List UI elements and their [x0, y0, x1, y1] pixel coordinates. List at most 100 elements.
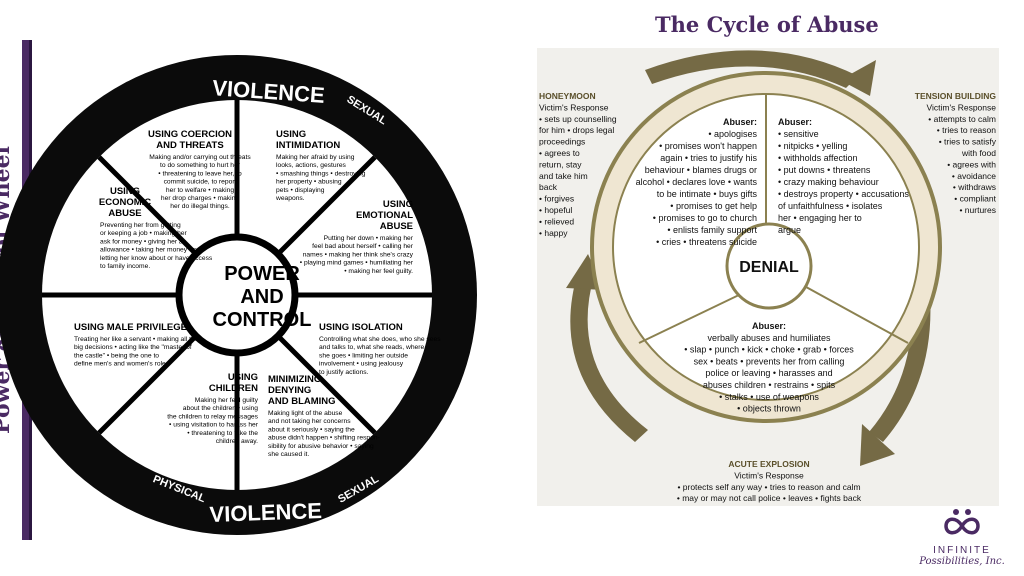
- section-title: USING: [383, 199, 413, 210]
- section-title: ABUSE: [108, 208, 141, 219]
- abuser-honeymoon-block-line: to be intimate • buys gifts: [657, 189, 758, 199]
- section-title: CHILDREN: [209, 383, 258, 394]
- tension-building-block-line: with food: [961, 148, 996, 158]
- section-body-line: she goes • limiting her outside: [319, 352, 408, 359]
- section-body-line: her do illegal things.: [170, 203, 230, 210]
- arrow-bottom-right-head: [860, 424, 895, 466]
- abuser-honeymoon-block-line: • apologises: [708, 129, 757, 139]
- abuser-explosion-block-line: • slap • punch • kick • choke • grab • f…: [684, 345, 854, 355]
- acute-explosion-block-title: ACUTE EXPLOSION: [728, 459, 809, 469]
- arrow-top-head: [840, 60, 876, 96]
- wheel-spoke: [276, 334, 377, 435]
- tension-building-block-line: • tries to reason: [937, 125, 996, 135]
- rim-violence-bottom: VIOLENCE: [209, 498, 322, 527]
- honeymoon-block-line: and take him: [539, 171, 588, 181]
- abuser-honeymoon-block-title: Abuser:: [723, 117, 757, 127]
- section-body-line: • smashing things • destroying: [276, 170, 366, 177]
- section-body-line: • threatening to leave her, to: [158, 170, 242, 177]
- section-body-line: the children to relay messages: [167, 413, 258, 420]
- infinite-possibilities-logo: INFINITE Possibilities, Inc.: [912, 508, 1012, 572]
- honeymoon-block-line: • forgives: [539, 194, 574, 204]
- tension-building-block-line: • avoidance: [952, 171, 996, 181]
- abuser-explosion-block-line: • objects thrown: [737, 404, 801, 414]
- section-title: ABUSE: [380, 221, 413, 232]
- section-title: USING: [228, 372, 258, 383]
- section-body-line: define men's and women's roles: [74, 361, 170, 368]
- wheel-spokes: [42, 100, 432, 490]
- section-body-line: weapons.: [275, 195, 305, 202]
- tension-building-block-line: • nurtures: [959, 205, 996, 215]
- abuser-explosion-block-title: Abuser:: [752, 321, 786, 331]
- section-body-line: letting her know about or have access: [100, 255, 213, 262]
- abuser-explosion-block: Abuser:verbally abuses and humiliates• s…: [684, 321, 854, 414]
- center-and: AND: [240, 286, 283, 308]
- honeymoon-block-line: proceedings: [539, 137, 585, 147]
- section-body-line: the castle" • being the one to: [74, 352, 159, 359]
- abuser-tension-block-line: argue: [778, 225, 801, 235]
- abuser-honeymoon-block-line: alcohol • declares love • wants: [636, 177, 758, 187]
- abuser-honeymoon-block-line: • cries • threatens suicide: [656, 237, 757, 247]
- section-title: AND BLAMING: [268, 396, 336, 407]
- section-title: USING: [110, 186, 140, 197]
- tension-building-block-title: TENSION BUILDING: [915, 91, 997, 101]
- section-body-line: Making her afraid by using: [276, 154, 355, 161]
- logo-line-1: INFINITE: [933, 545, 991, 556]
- section-body-line: allowance • taking her money • not: [100, 247, 203, 254]
- section-body-line: looks, actions, gestures: [276, 162, 347, 169]
- abuser-honeymoon-block-line: behaviour • blames drugs or: [645, 165, 757, 175]
- section-body-line: and talks to, what she reads, where: [319, 344, 424, 351]
- honeymoon-block-line: return, stay: [539, 159, 582, 169]
- acute-explosion-block-subtitle: Victim's Response: [734, 470, 804, 480]
- section-body-line: she caused it.: [268, 451, 309, 458]
- section-body-line: about the children • using: [183, 405, 258, 412]
- tension-building-block-subtitle: Victim's Response: [927, 102, 997, 112]
- section-title: USING: [276, 129, 306, 140]
- honeymoon-block-line: • agrees to: [539, 148, 580, 158]
- abuser-honeymoon-block: Abuser: • apologises • promises won't happ…: [636, 117, 758, 247]
- center-power: POWER: [224, 263, 300, 285]
- tension-building-block-line: • compliant: [954, 194, 996, 204]
- abuser-explosion-block-line: police or leaving • harasses and: [705, 368, 832, 378]
- section-body-line: Making her feel guilty: [195, 397, 259, 404]
- honeymoon-block-line: • sets up counselling: [539, 114, 617, 124]
- section-title: ECONOMIC: [99, 197, 151, 208]
- abuser-tension-block-line: of unfaithfulness • isolates: [778, 201, 883, 211]
- honeymoon-block-subtitle: Victim's Response: [539, 102, 609, 112]
- wheel-spoke: [97, 155, 198, 256]
- section-body-line: commit suicide, to report: [164, 179, 237, 186]
- tension-building-block-line: • tries to satisfy: [939, 137, 997, 147]
- abuser-tension-block-title: Abuser:: [778, 117, 812, 127]
- section-title: USING MALE PRIVILEGE: [74, 322, 187, 333]
- section-body-line: • using visitation to harass her: [169, 422, 259, 429]
- honeymoon-block-line: • relieved: [539, 216, 574, 226]
- section-body-line: Preventing her from getting: [100, 222, 181, 229]
- section-body-line: Making and/or carrying out threats: [149, 154, 251, 161]
- section-title: EMOTIONAL: [356, 210, 413, 221]
- section-title: DENYING: [268, 385, 311, 396]
- abuser-tension-block-line: • crazy making behaviour: [778, 177, 879, 187]
- acute-explosion-block-line: • may or may not call police • leaves • …: [677, 493, 862, 503]
- section-body-line: sibility for abusive behavior • saying: [268, 443, 374, 450]
- wheel-hub: [175, 233, 299, 357]
- abuser-tension-block-line: • destroys property • accusations: [778, 189, 909, 199]
- section-body-line: pets • displaying: [276, 187, 325, 194]
- section-body-line: to do something to hurt her: [160, 162, 241, 169]
- abuser-honeymoon-block-line: • promises won't happen: [659, 141, 757, 151]
- abuser-honeymoon-block-line: • enlists family support: [667, 225, 757, 235]
- abuser-tension-block-line: • put downs • threatens: [778, 165, 871, 175]
- arrow-top: [645, 50, 858, 88]
- section-body-line: to family income.: [100, 263, 150, 270]
- section-body-line: Putting her down • making her: [324, 235, 414, 242]
- abuser-honeymoon-block-line: • promises to get help: [670, 201, 757, 211]
- section-body-line: her property • abusing: [276, 179, 342, 186]
- denial-hub: [725, 222, 813, 310]
- abuser-explosion-block-line: • stalks • use of weapons: [719, 392, 819, 402]
